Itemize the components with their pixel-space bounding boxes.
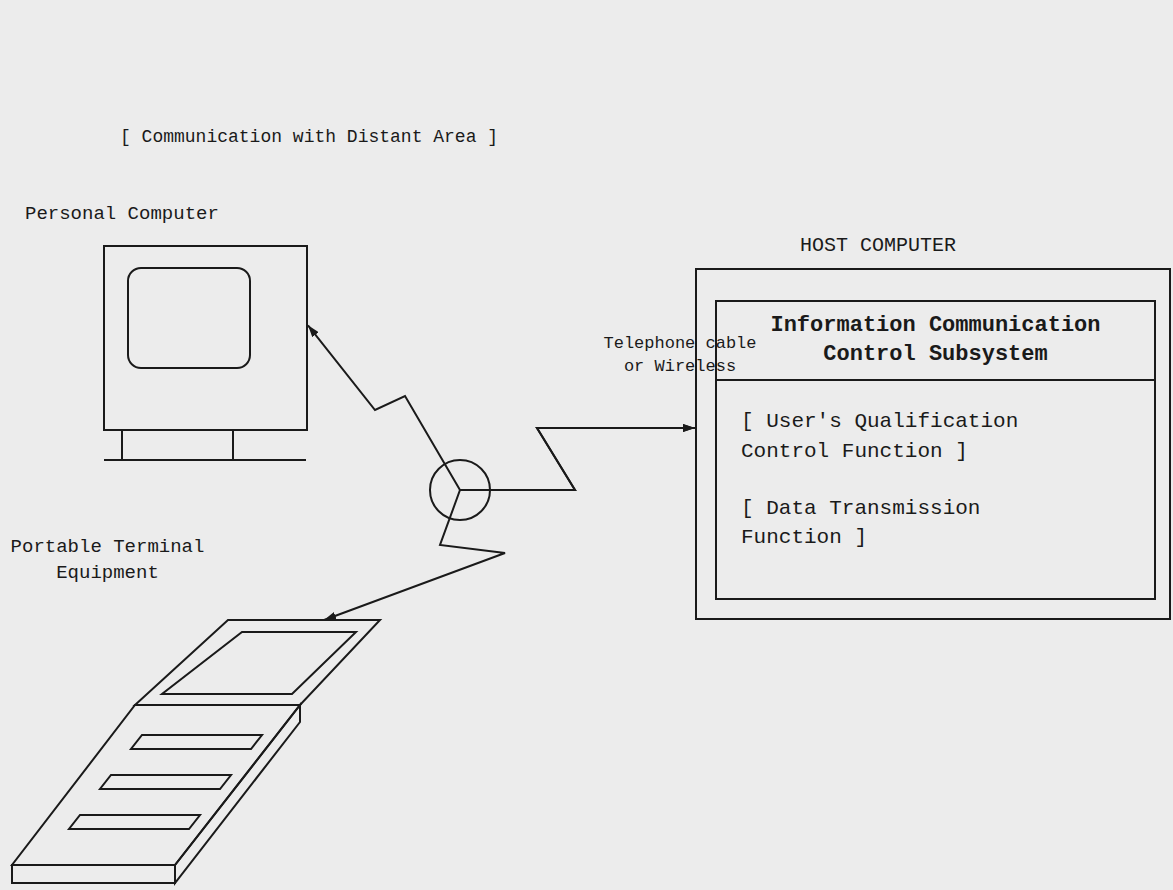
laptop-lid: [135, 620, 380, 705]
subsystem-title: Information Communication Control Subsys…: [717, 302, 1154, 381]
device-name: Portable Terminal Equipment: [0, 535, 215, 586]
monitor-screen: [128, 268, 250, 368]
keyboard-row: [131, 735, 262, 749]
monitor-leg: [232, 430, 234, 460]
laptop-screen: [162, 632, 356, 694]
computer-monitor: Personal Computer: [103, 245, 308, 462]
laptop-deck: [12, 705, 300, 865]
keyboard-row: [100, 775, 231, 789]
monitor-base: [104, 459, 306, 461]
device-name: Personal Computer: [25, 203, 219, 225]
section-heading: [ Communication with Distant Area ]: [120, 125, 540, 149]
function-name: [ Data Transmission Function ]: [741, 494, 1041, 553]
laptop-drawing: [0, 615, 380, 885]
monitor-case: [104, 246, 307, 430]
subsystem-box: Information Communication Control Subsys…: [715, 300, 1156, 600]
monitor-leg: [121, 430, 123, 460]
host-title: HOST COMPUTER: [800, 234, 956, 257]
monitor-drawing: [103, 245, 308, 462]
laptop-front: [12, 865, 175, 883]
keyboard-row: [69, 815, 200, 829]
host-computer-box: HOST COMPUTERInformation Communication C…: [695, 268, 1171, 620]
communication-link: [324, 428, 695, 620]
laptop-side: [175, 705, 300, 883]
link-label: Telephone cable or Wireless: [595, 333, 765, 379]
laptop-terminal: Portable Terminal Equipment: [0, 615, 380, 885]
function-name: [ User's Qualification Control Function …: [741, 407, 1041, 466]
